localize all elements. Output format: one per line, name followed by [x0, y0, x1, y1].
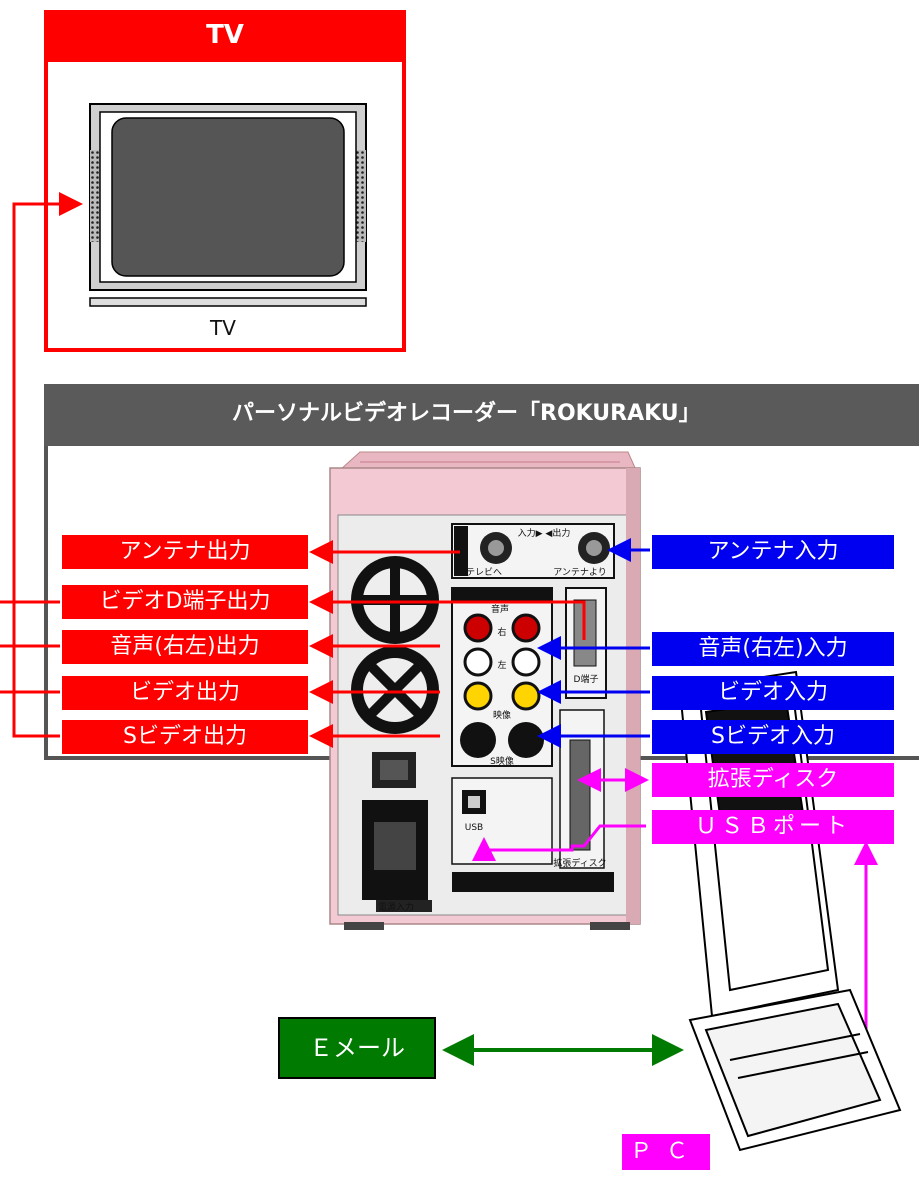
panel-label-left: 左	[497, 659, 506, 671]
laptop-illustration	[678, 670, 902, 1152]
panel-label-power-input: 電源入力	[378, 901, 414, 913]
output-label-s-video: Sビデオ出力	[62, 720, 308, 754]
panel-label-ext-disk: 拡張ディスク	[553, 857, 606, 869]
output-arrows	[0, 192, 586, 748]
panel-label-antenna-from: アンテナより	[553, 567, 606, 578]
email-box: Ｅメール	[278, 1017, 436, 1079]
tv-header: TV	[44, 10, 406, 62]
input-label-audio: 音声(右左)入力	[652, 632, 894, 666]
panel-label-s-video: S映像	[490, 755, 514, 767]
recorder-header: パーソナルビデオレコーダー「ROKURAKU」	[44, 384, 919, 446]
output-label-d-terminal: ビデオD端子出力	[62, 585, 308, 619]
panel-label-usb: USB	[465, 823, 483, 833]
panel-label-right: 右	[497, 626, 506, 638]
input-label-s-video: Sビデオ入力	[652, 720, 894, 754]
output-label-antenna: アンテナ出力	[62, 535, 308, 569]
tv-illustration	[89, 103, 367, 307]
panel-label-video: 映像	[493, 709, 511, 721]
panel-label-in-out: 入力▶ ◀出力	[518, 527, 571, 539]
input-label-antenna: アンテナ入力	[652, 535, 894, 569]
output-label-audio: 音声(右左)出力	[62, 630, 308, 664]
input-label-video: ビデオ入力	[652, 676, 894, 710]
input-arrows	[537, 538, 650, 748]
pc-link-label-usb-port: ＵＳＢポート	[652, 810, 894, 844]
pc-label: ＰＣ	[622, 1134, 710, 1170]
pc-link-label-ext-disk: 拡張ディスク	[652, 763, 894, 797]
panel-label-audio: 音声	[491, 603, 509, 615]
tv-caption: TV	[210, 316, 236, 340]
output-label-video: ビデオ出力	[62, 676, 308, 710]
panel-label-tv-out: テレビへ	[466, 567, 502, 578]
panel-label-d-terminal: D端子	[574, 673, 599, 685]
